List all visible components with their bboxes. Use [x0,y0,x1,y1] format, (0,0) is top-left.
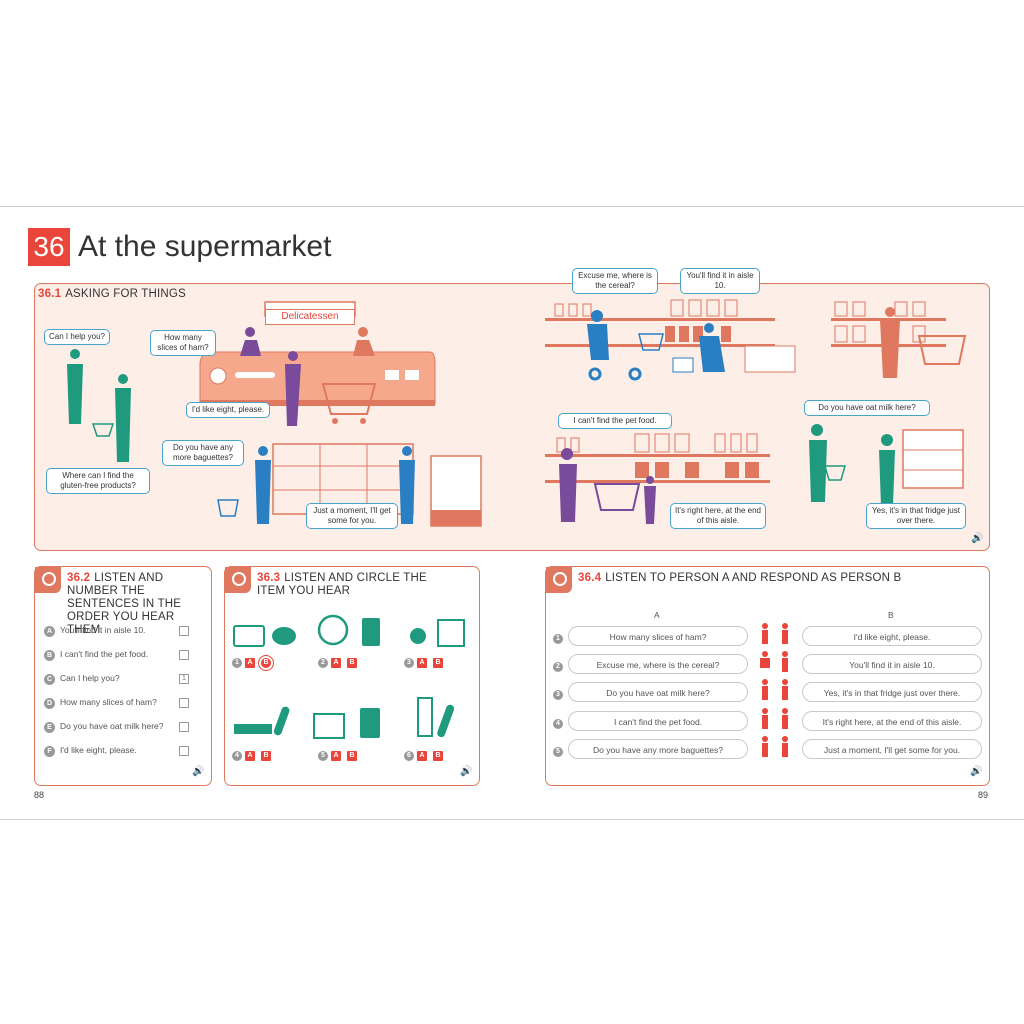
answer-box[interactable] [179,746,189,756]
bubble-can-i-help: Can I help you? [44,329,110,345]
person-b-line[interactable]: You'll find it in aisle 10. [802,654,982,674]
row-number: 3 [553,686,566,704]
answer-box[interactable] [179,698,189,708]
bubble-where-cereal: Excuse me, where is the cereal? [572,268,658,294]
person-a-line: I can't find the pet food. [568,711,748,731]
delicatessen-sign: Delicatessen [265,309,355,325]
speaker-icon[interactable]: 🔊 [971,533,984,544]
bubble-oat-milk: Do you have oat milk here? [804,400,930,416]
column-b-header: B [888,610,894,620]
supermarket-illustration [67,299,967,527]
person-b-line[interactable]: Just a moment, I'll get some for you. [802,739,982,759]
answer-box[interactable] [179,626,189,636]
bubble-aisle-10: You'll find it in aisle 10. [680,268,760,294]
bubble-how-many-slices: How many slices of ham? [150,330,216,356]
row-number: 2 [553,658,566,676]
bubble-fridge-over-there: Yes, it's in that fridge just over there… [866,503,966,529]
bubble-more-baguettes: Do you have any more baguettes? [162,440,244,466]
page-number-left: 88 [34,790,45,800]
speaker-icon[interactable]: 🔊 [460,766,473,777]
row-number: 1 [553,630,566,648]
person-a-line: Do you have oat milk here? [568,682,748,702]
chapter-title: At the supermarket [78,230,332,263]
bubble-pet-food: I can't find the pet food. [558,413,672,429]
person-b-line[interactable]: It's right here, at the end of this aisl… [802,711,982,731]
exercise-36-2-panel [34,566,212,786]
person-a-line: Do you have any more baguettes? [568,739,748,759]
answer-box[interactable] [179,722,189,732]
answer-box[interactable]: 1 [179,674,189,684]
column-a-header: A [654,610,660,620]
headphones-icon [35,567,61,593]
grocery-item-icons [233,614,465,739]
person-a-line: How many slices of ham? [568,626,748,646]
speaker-icon[interactable]: 🔊 [192,766,205,777]
row-number: 4 [553,715,566,733]
answer-box[interactable] [179,650,189,660]
row-number: 5 [553,743,566,761]
bubble-end-of-aisle: It's right here, at the end of this aisl… [670,503,766,529]
person-b-line[interactable]: Yes, it's in that fridge just over there… [802,682,982,702]
chapter-number: 36 [28,228,70,266]
bubble-gluten-free: Where can I find the gluten-free product… [46,468,150,494]
person-b-line[interactable]: I'd like eight, please. [802,626,982,646]
speaker-icon[interactable]: 🔊 [970,766,983,777]
bubble-just-a-moment: Just a moment, I'll get some for you. [306,503,398,529]
dialogue-figures [760,623,788,757]
bubble-id-like-eight: I'd like eight, please. [186,402,270,418]
person-a-line: Excuse me, where is the cereal? [568,654,748,674]
speech-icon [546,567,572,593]
exercise-36-3-panel [224,566,480,786]
page-number-right: 89 [978,790,989,800]
headphones-icon [225,567,251,593]
